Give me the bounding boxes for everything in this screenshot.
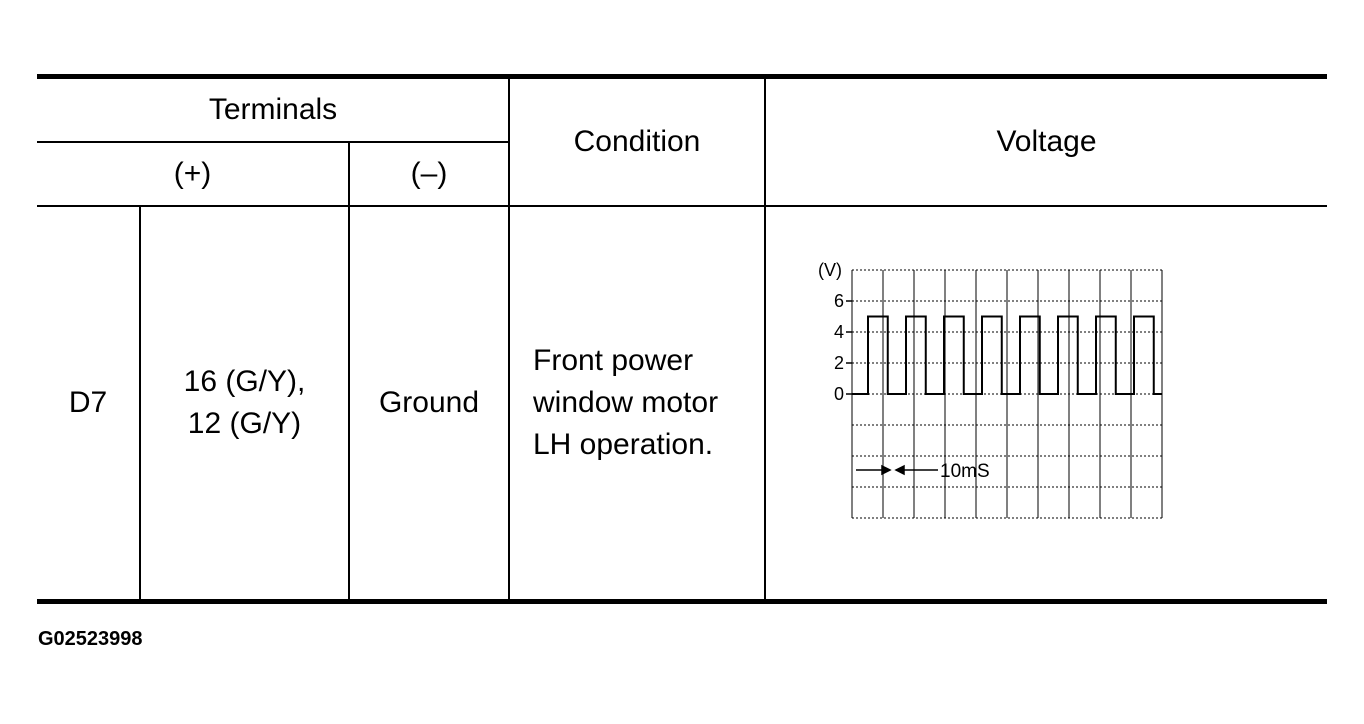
- divider-condition-voltage: [764, 78, 766, 600]
- voltage-waveform-diagram: (V) 6 4 2 0 10mS: [818, 260, 1163, 519]
- divider-plus-minus: [348, 142, 350, 600]
- header-minus: (–): [410, 157, 448, 190]
- header-bottom-rule: [37, 205, 1327, 207]
- y-tick-label: 4: [834, 322, 844, 342]
- header-condition: Condition: [573, 125, 701, 158]
- cell-connector: D7: [68, 386, 108, 419]
- header-terminals: Terminals: [208, 93, 338, 126]
- terminals-sub-rule: [37, 141, 509, 143]
- table-top-rule: [37, 74, 1327, 79]
- cell-minus-terminal: Ground: [378, 386, 480, 419]
- table-bottom-rule: [37, 599, 1327, 604]
- cell-plus-terminals: 16 (G/Y), 12 (G/Y): [183, 365, 306, 440]
- header-voltage: Voltage: [996, 125, 1097, 158]
- time-scale-label: 10mS: [940, 461, 990, 482]
- time-arrow-right: [881, 464, 892, 476]
- divider-terminals-condition: [508, 78, 510, 600]
- time-scale-marker: 10mS: [856, 461, 990, 482]
- y-tick-label: 6: [834, 291, 844, 311]
- y-unit-label: (V): [818, 260, 842, 280]
- pulse-waveform: [852, 315, 1162, 395]
- cell-condition: Front power window motor LH operation.: [533, 344, 719, 461]
- figure-id: G02523998: [38, 628, 143, 650]
- divider-connector: [139, 206, 141, 600]
- y-tick-label: 0: [834, 384, 844, 404]
- time-arrow-left: [894, 464, 905, 476]
- y-tick-label: 2: [834, 353, 844, 373]
- header-plus: (+): [173, 157, 212, 190]
